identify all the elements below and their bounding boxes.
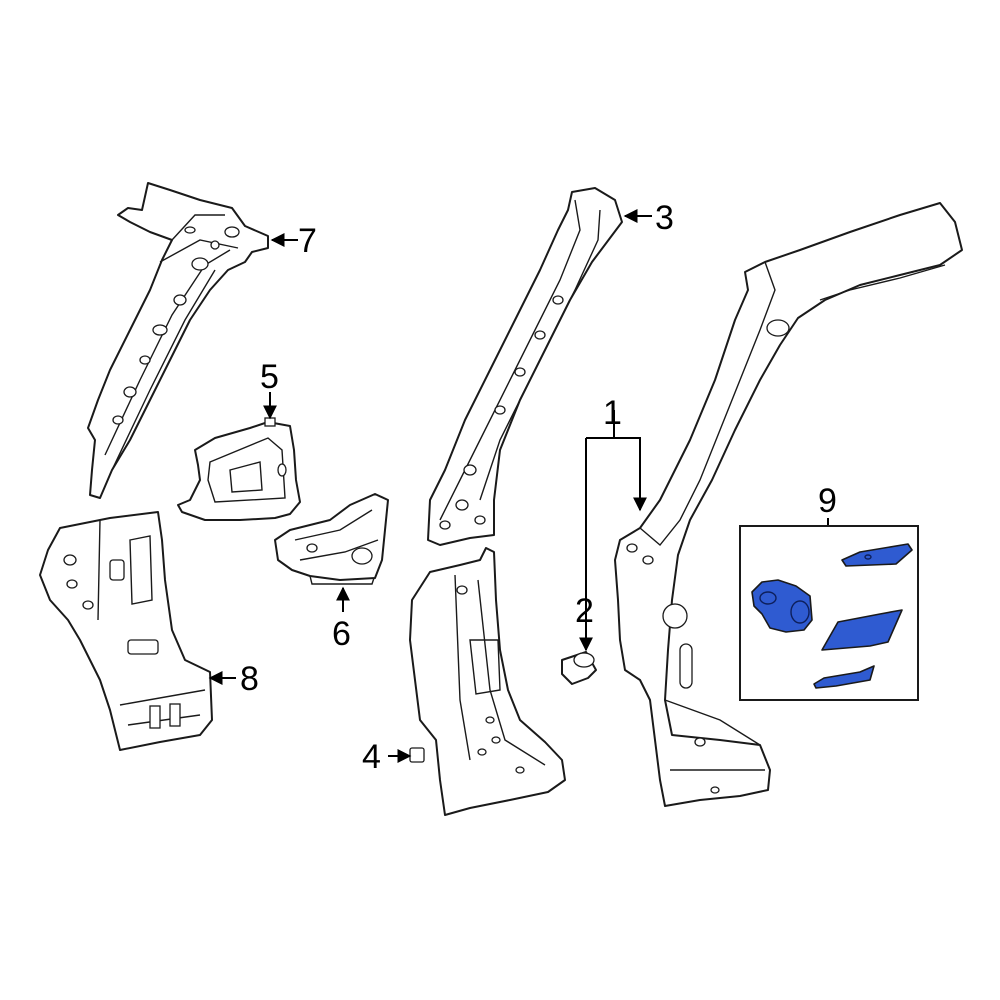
callout-2: 2 [575,592,594,630]
leader-1a [586,437,647,512]
part-3-inner-pillar-upper[interactable] [427,187,623,546]
part-7-pillar-reinforcement[interactable] [87,182,269,499]
callout-5: 5 [260,358,279,396]
part-5-bracket[interactable] [177,417,301,521]
part-6-brace[interactable] [274,493,389,585]
callout-8: 8 [240,660,259,698]
callout-4: 4 [362,738,381,776]
part-4-inner-pillar-lower[interactable] [409,547,566,816]
callout-9: 9 [818,482,837,520]
part-8-lower-panel[interactable] [39,511,213,751]
kit-9-tape-bottom[interactable] [813,665,875,689]
kit-9-clip[interactable] [751,579,813,633]
kit-9-tape-top[interactable] [841,543,913,567]
kit-9-tape-middle[interactable] [821,609,903,651]
callout-7: 7 [298,222,317,260]
callout-1: 1 [603,394,622,432]
part-1-outer-pillar[interactable] [614,202,963,807]
part-2-bushing[interactable] [561,651,597,685]
callout-6: 6 [332,615,351,653]
callout-3: 3 [655,199,674,237]
